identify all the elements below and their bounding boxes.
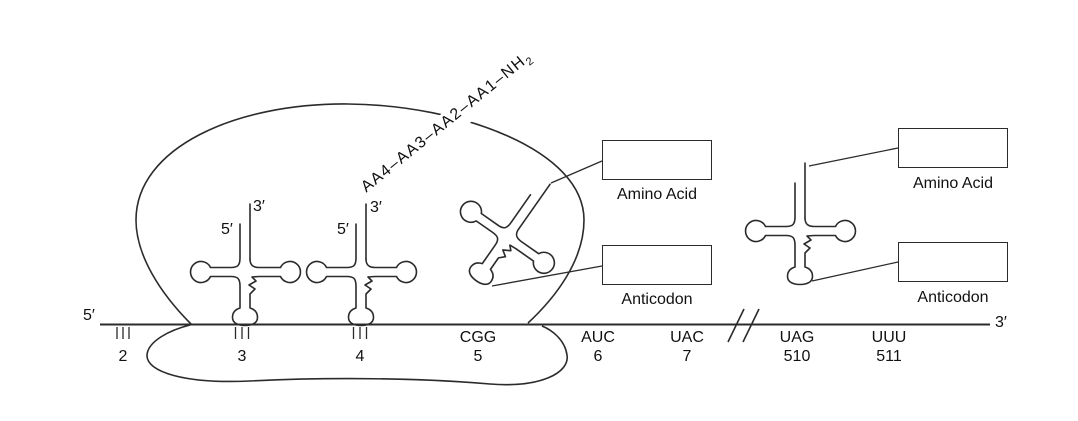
trna2-five-prime-label: 5′ (337, 221, 349, 238)
anticodon-box-left (602, 245, 712, 285)
codon-number: 4 (355, 348, 365, 365)
amino-acid-caption-left: Amino Acid (616, 186, 698, 203)
codon-label: UAG (779, 329, 815, 346)
trna-icon-free (744, 162, 857, 286)
codon-label: UAC (670, 329, 704, 346)
trna-icon-a-site (305, 203, 418, 327)
codon-number: 511 (876, 348, 902, 365)
codon-label: UUU (871, 329, 907, 346)
leader-line-anticodon-right (811, 261, 899, 282)
codon-number: 7 (682, 348, 692, 365)
codon-number: 5 (473, 348, 483, 365)
codon-label: AUC (581, 329, 615, 346)
strand-break-icon (727, 308, 760, 343)
leader-line-anticodon-left (491, 265, 603, 287)
trna-icon-exiting (430, 149, 593, 314)
anticodon-caption-right: Anticodon (917, 289, 989, 306)
codon-ticks (234, 327, 250, 339)
amino-acid-box-left (602, 140, 712, 180)
mrna-three-prime-label: 3′ (995, 314, 1007, 331)
codon-number: 2 (118, 348, 128, 365)
ribosome-large-subunit (135, 103, 585, 325)
amino-acid-caption-right: Amino Acid (912, 175, 994, 192)
codon-number: 3 (237, 348, 247, 365)
codon-ticks (116, 327, 130, 339)
anticodon-box-right (898, 242, 1008, 282)
trna2-three-prime-label: 3′ (370, 199, 382, 216)
trna-icon-p-site (189, 203, 302, 327)
trna1-five-prime-label: 5′ (221, 221, 233, 238)
ribosome-small-subunit (146, 324, 568, 386)
codon-label: CGG (459, 329, 497, 346)
codon-number: 6 (593, 348, 603, 365)
mrna-five-prime-label: 5′ (83, 307, 95, 324)
codon-ticks (352, 327, 368, 339)
anticodon-caption-left: Anticodon (621, 291, 693, 308)
leader-line-amino-acid-left (550, 160, 603, 184)
trna1-three-prime-label: 3′ (253, 198, 265, 215)
leader-line-amino-acid-right (808, 147, 899, 167)
codon-number: 510 (783, 348, 811, 365)
amino-acid-box-right (898, 128, 1008, 168)
